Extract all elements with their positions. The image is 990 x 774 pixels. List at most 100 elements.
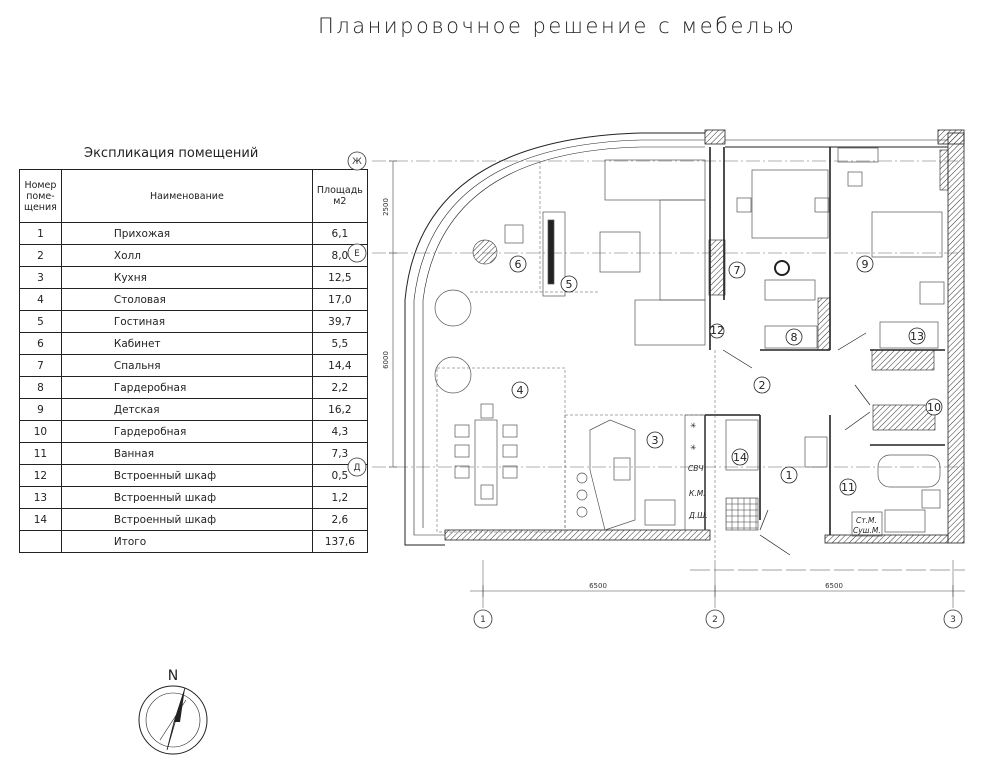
sofa-section: [659, 199, 706, 301]
cell-name: Спальня: [60, 354, 313, 377]
tv-unit: [542, 211, 566, 297]
axis-label-1: 1: [480, 615, 486, 625]
bed: [751, 169, 829, 239]
toilet: [921, 489, 941, 509]
axis-label-d: Д: [353, 463, 360, 473]
compass-north-label: N: [168, 668, 178, 684]
fixture-microwave: СВЧ: [688, 464, 704, 473]
snowflake-icon: ✳: [690, 443, 696, 452]
dimension-left-bottom: 6000: [382, 351, 390, 369]
cell-name: Кабинет: [60, 332, 313, 355]
cell-name: Прихожая: [60, 222, 313, 245]
dining-chairs: [454, 403, 518, 500]
axis-grid: [372, 160, 965, 608]
closet-13: [879, 321, 939, 349]
closet-14: [725, 419, 759, 471]
room-number-5: 5: [566, 278, 573, 291]
axis-label-zh: Ж: [352, 157, 362, 167]
dimension-bottom-right: 6500: [825, 582, 843, 590]
axis-label-3: 3: [950, 615, 956, 625]
dimension-bottom-left: 6500: [589, 582, 607, 590]
cell-area: 2,6: [311, 508, 368, 531]
room-number-7: 7: [734, 264, 741, 277]
room-number-13: 13: [910, 330, 924, 343]
bench: [804, 436, 828, 468]
room-marker-labels: 1 2 3 4 5 6 7 8 9 10 11 12 13 14: [515, 258, 942, 494]
wardrobe-8-hatch: [817, 297, 831, 351]
fixture-dryer: Суш.М.: [853, 526, 881, 535]
room-number-9: 9: [862, 258, 869, 271]
furniture: [434, 147, 945, 537]
header-name: Наименование: [60, 169, 313, 223]
axis-label-e: Е: [354, 249, 360, 259]
header-area: Площадь м2: [311, 169, 368, 223]
snowflake-icon: ✳: [690, 421, 696, 430]
exterior-walls: [404, 129, 965, 546]
office-chair: [504, 224, 524, 244]
cell-area: 137,6: [311, 530, 368, 553]
desk-chair: [847, 171, 863, 187]
room-number-4: 4: [517, 384, 524, 397]
zone-boundaries: [436, 161, 716, 560]
laundry-machines: [851, 511, 883, 537]
room-number-10: 10: [927, 401, 941, 414]
fixture-coffee-machine: К.М.: [689, 489, 706, 498]
room-number-12: 12: [710, 324, 724, 337]
axis-markers: [347, 151, 963, 629]
room-number-3: 3: [652, 434, 659, 447]
wardrobe-10-hatch: [872, 404, 936, 431]
cooktop: [613, 457, 631, 481]
dimension-left-top: 2500: [382, 198, 390, 216]
radiator: [939, 149, 949, 191]
kitchen-island: [589, 419, 636, 531]
bathtub: [877, 454, 941, 488]
explication-title: Экспликация помещений: [84, 146, 259, 161]
axis-label-2: 2: [712, 615, 718, 625]
closet-13-hatch: [871, 349, 935, 371]
room-markers: [509, 255, 943, 496]
child-bed: [871, 211, 943, 258]
page-title: Планировочное решение с мебелью: [318, 14, 797, 38]
column: [472, 239, 498, 265]
cell-name: Итого: [60, 530, 313, 553]
coffee-table: [599, 231, 641, 273]
compass: N: [138, 668, 208, 755]
room-number-8: 8: [791, 331, 798, 344]
dining-table: [474, 419, 498, 506]
desk: [837, 147, 879, 163]
ottoman: [634, 299, 706, 346]
play-chair: [919, 281, 945, 305]
room-number-1: 1: [786, 469, 793, 482]
tv: [547, 219, 555, 285]
explication-header-row: Номер поме-щения Наименование Площадь м2: [19, 169, 368, 223]
armchair-2: [434, 356, 472, 394]
wall-hatch-1: [708, 239, 726, 296]
sink: [644, 499, 676, 526]
room-number-2: 2: [759, 379, 766, 392]
dresser: [764, 279, 816, 301]
fixture-washer: Ст.М.: [856, 516, 877, 525]
armchair-1: [434, 289, 472, 327]
cell-area: 4,3: [311, 420, 368, 443]
door-swings: [722, 332, 871, 556]
dimension-lines: [389, 160, 965, 597]
lamp: [774, 260, 790, 276]
room-number-6: 6: [515, 258, 522, 271]
room-number-14: 14: [733, 451, 747, 464]
room-number-11: 11: [841, 481, 855, 494]
cell-name: Встроенный шкаф: [60, 486, 313, 509]
cell-name: Гардеробная: [60, 420, 313, 443]
vanity: [884, 509, 926, 533]
sofa: [604, 159, 706, 201]
fixture-dishwasher: Д.Ш.: [688, 511, 708, 520]
